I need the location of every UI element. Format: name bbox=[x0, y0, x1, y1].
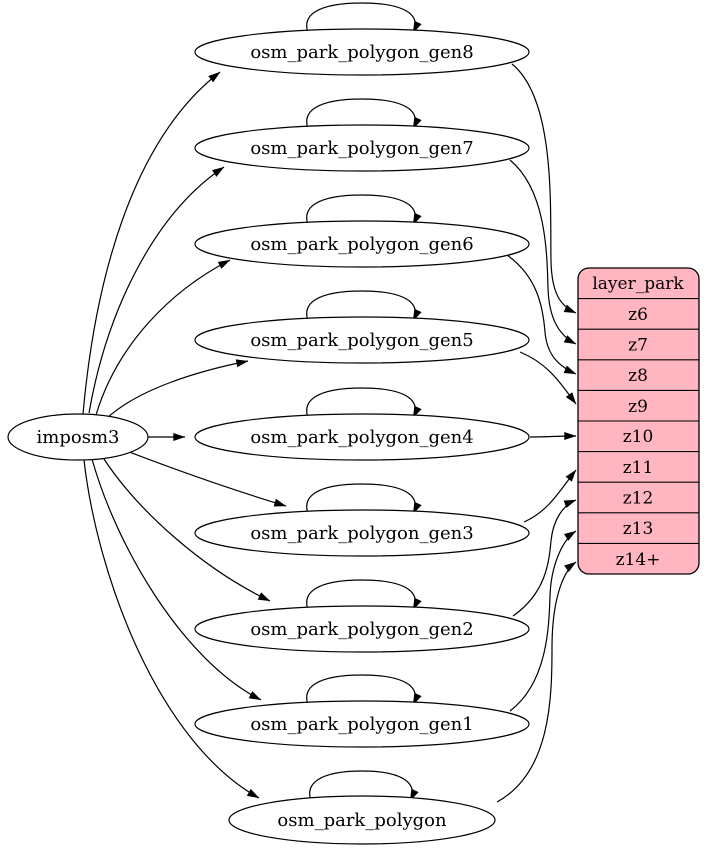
node-osm-park-polygon-gen7: osm_park_polygon_gen7 bbox=[194, 124, 530, 172]
edge-imposm3-gen1 bbox=[91, 458, 262, 701]
edge-polygon-z14 bbox=[496, 561, 577, 803]
zoom-row-z13: z13 bbox=[623, 519, 654, 539]
self-loop-gen4 bbox=[306, 387, 422, 421]
gen5-ellipse bbox=[194, 316, 530, 364]
zoom-row-z9: z9 bbox=[628, 397, 648, 417]
node-osm-park-polygon-gen4: osm_park_polygon_gen4 bbox=[194, 413, 530, 461]
edge-gen1-z13 bbox=[509, 530, 577, 712]
gen7-ellipse bbox=[194, 124, 530, 172]
edge-gen4-z10 bbox=[529, 432, 577, 441]
gen1-ellipse bbox=[194, 700, 530, 748]
gen6-ellipse bbox=[194, 220, 530, 268]
zoom-row-z12: z12 bbox=[623, 489, 654, 509]
gen8-ellipse bbox=[194, 28, 530, 76]
polygon-ellipse bbox=[228, 795, 496, 845]
imposm3-ellipse bbox=[7, 413, 149, 461]
gen2-label: osm_park_polygon_gen2 bbox=[250, 619, 473, 640]
edge-gen5-z9 bbox=[519, 351, 577, 405]
gen3-ellipse bbox=[194, 509, 530, 557]
zoom-row-z14: z14+ bbox=[616, 550, 661, 570]
zoom-row-z8: z8 bbox=[628, 366, 648, 386]
imposm3-label: imposm3 bbox=[37, 427, 120, 448]
node-osm-park-polygon-gen1: osm_park_polygon_gen1 bbox=[194, 700, 530, 748]
self-loop-gen1 bbox=[306, 674, 422, 708]
gen4-ellipse bbox=[194, 413, 530, 461]
edge-gen2-z12 bbox=[512, 499, 577, 617]
gen1-label: osm_park_polygon_gen1 bbox=[250, 714, 473, 735]
gen4-label: osm_park_polygon_gen4 bbox=[250, 427, 473, 448]
node-osm-park-polygon: osm_park_polygon bbox=[228, 795, 496, 845]
zoom-row-z6: z6 bbox=[628, 305, 648, 325]
layer-park-title: layer_park bbox=[592, 274, 684, 294]
edge-imposm3-polygon bbox=[83, 459, 260, 799]
self-loop-gen2 bbox=[306, 579, 422, 613]
edge-gen3-z11 bbox=[523, 469, 577, 523]
layer-park-table: layer_park z6 z7 z8 z9 z10 z11 z12 z13 z… bbox=[577, 267, 700, 575]
gen3-label: osm_park_polygon_gen3 bbox=[250, 523, 473, 544]
edges-to-layer bbox=[496, 63, 577, 803]
gen2-ellipse bbox=[194, 605, 530, 653]
edge-imposm3-gen5 bbox=[105, 359, 249, 420]
zoom-row-z10: z10 bbox=[623, 427, 654, 447]
self-loop-gen8 bbox=[306, 2, 422, 36]
gen6-label: osm_park_polygon_gen6 bbox=[250, 234, 473, 255]
self-loop-edges bbox=[306, 2, 422, 804]
self-loop-gen6 bbox=[306, 194, 422, 228]
edge-imposm3-gen6 bbox=[95, 259, 231, 416]
node-imposm3: imposm3 bbox=[7, 413, 149, 461]
zoom-row-z7: z7 bbox=[628, 336, 648, 356]
node-osm-park-polygon-gen2: osm_park_polygon_gen2 bbox=[194, 605, 530, 653]
node-osm-park-polygon-gen6: osm_park_polygon_gen6 bbox=[194, 220, 530, 268]
zoom-row-z11: z11 bbox=[623, 458, 654, 478]
self-loop-gen5 bbox=[306, 290, 422, 324]
gen5-label: osm_park_polygon_gen5 bbox=[250, 330, 473, 351]
edge-gen7-z7 bbox=[509, 159, 577, 345]
self-loop-gen3 bbox=[306, 483, 422, 517]
gen8-label: osm_park_polygon_gen8 bbox=[250, 42, 473, 63]
edge-imposm3-gen7 bbox=[88, 166, 225, 414]
self-loop-polygon bbox=[309, 770, 419, 804]
node-osm-park-polygon-gen5: osm_park_polygon_gen5 bbox=[194, 316, 530, 364]
node-osm-park-polygon-gen3: osm_park_polygon_gen3 bbox=[194, 509, 530, 557]
polygon-label: osm_park_polygon bbox=[277, 810, 447, 831]
edges-from-source bbox=[82, 71, 287, 799]
edge-imposm3-gen3 bbox=[123, 449, 287, 507]
edge-imposm3-gen8 bbox=[82, 71, 221, 415]
self-loop-gen7 bbox=[306, 98, 422, 132]
edge-gen8-z6 bbox=[511, 63, 577, 314]
gen7-label: osm_park_polygon_gen7 bbox=[250, 138, 473, 159]
edge-imposm3-gen2 bbox=[101, 455, 271, 602]
node-osm-park-polygon-gen8: osm_park_polygon_gen8 bbox=[194, 28, 530, 76]
edge-gen6-z8 bbox=[506, 254, 577, 375]
